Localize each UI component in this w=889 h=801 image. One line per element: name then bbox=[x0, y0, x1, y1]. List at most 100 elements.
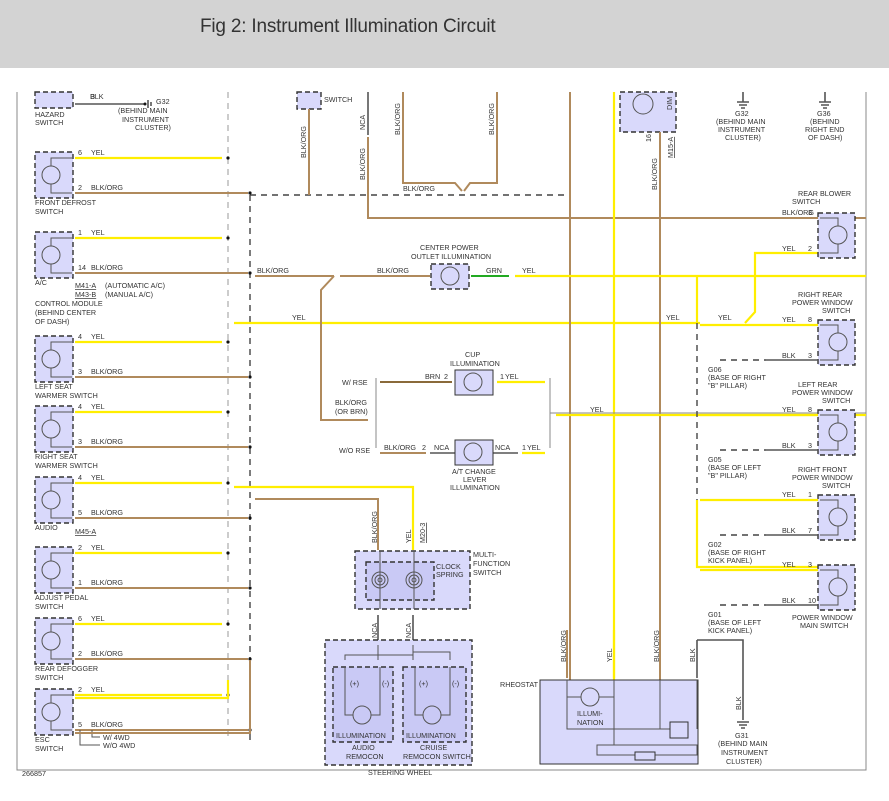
pin-label: 3 bbox=[808, 351, 812, 360]
svg-text:(BEHIND: (BEHIND bbox=[810, 117, 840, 126]
ground-g31: G31 (BEHIND MAIN INSTRUMENT CLUSTER) bbox=[718, 721, 769, 766]
wire-label: BLK/ORG bbox=[358, 148, 367, 180]
component-name: RIGHT FRONT bbox=[798, 465, 848, 474]
ground-id: G32 bbox=[156, 97, 170, 106]
svg-text:RIGHT END: RIGHT END bbox=[805, 125, 844, 134]
svg-text:ILLUMINATION: ILLUMINATION bbox=[336, 731, 386, 740]
wire-label: BLK/ORG bbox=[91, 437, 123, 446]
wire-label: YEL bbox=[718, 313, 732, 322]
svg-text:AUDIO: AUDIO bbox=[352, 743, 375, 752]
wire-label: BLK/ORG bbox=[91, 263, 123, 272]
yel-wire bbox=[695, 500, 818, 569]
svg-text:BLK/ORG: BLK/ORG bbox=[384, 443, 416, 452]
component-name: RIGHT REAR bbox=[798, 290, 842, 299]
diagram-frame bbox=[16, 92, 867, 771]
component-name: SWITCH bbox=[822, 481, 850, 490]
wire-label: BLK/ORG bbox=[487, 103, 496, 135]
component-name: WARMER SWITCH bbox=[35, 461, 98, 470]
connector-id: M43-B bbox=[75, 290, 96, 299]
svg-text:NATION: NATION bbox=[577, 718, 604, 727]
pin-label: 1 bbox=[78, 578, 82, 587]
wire-label: BLK/ORG bbox=[91, 720, 123, 729]
svg-text:G36: G36 bbox=[817, 109, 831, 118]
svg-text:REMOCON SWITCH: REMOCON SWITCH bbox=[403, 752, 471, 761]
svg-text:G32: G32 bbox=[735, 109, 749, 118]
wire-label: BLK/ORG bbox=[393, 103, 402, 135]
wire-label: YEL bbox=[782, 560, 796, 569]
svg-text:BLK/ORG: BLK/ORG bbox=[559, 630, 568, 662]
svg-text:CUP: CUP bbox=[465, 350, 480, 359]
component-name: SWITCH bbox=[822, 306, 850, 315]
pin-label: 3 bbox=[808, 208, 812, 217]
wire-label: YEL bbox=[666, 313, 680, 322]
svg-text:NCA: NCA bbox=[495, 443, 510, 452]
svg-text:ILLUMINATION: ILLUMINATION bbox=[406, 731, 456, 740]
wire-label: BLK/ORG bbox=[91, 649, 123, 658]
svg-text:(-): (-) bbox=[382, 679, 389, 688]
svg-text:M20-3: M20-3 bbox=[418, 523, 427, 543]
wire-label: YEL bbox=[292, 313, 306, 322]
svg-text:OUTLET ILLUMINATION: OUTLET ILLUMINATION bbox=[411, 252, 491, 261]
component-name: SWITCH bbox=[35, 207, 63, 216]
component-name: SWITCH bbox=[822, 396, 850, 405]
component-name: MAIN SWITCH bbox=[800, 621, 848, 630]
component-name: AUDIO bbox=[35, 523, 58, 532]
wire-label: YEL bbox=[590, 405, 604, 414]
wire-label: YEL bbox=[91, 332, 105, 341]
svg-text:NCA: NCA bbox=[434, 443, 449, 452]
component-name: RIGHT SEAT bbox=[35, 452, 78, 461]
wire-label: YEL bbox=[91, 228, 105, 237]
svg-text:SPRING: SPRING bbox=[436, 570, 464, 579]
svg-text:YEL: YEL bbox=[404, 529, 413, 543]
wire-label: YEL bbox=[782, 315, 796, 324]
svg-text:ILLUMINATION: ILLUMINATION bbox=[450, 359, 500, 368]
pin-label: 3 bbox=[808, 441, 812, 450]
hazard-switch: 3 BLK HAZARD SWITCH G32 (BEHIND MAIN INS… bbox=[34, 91, 171, 132]
wire-label: YEL bbox=[91, 473, 105, 482]
pin-label: 3 bbox=[91, 92, 95, 101]
component-name: REAR DEFOGGER bbox=[35, 664, 98, 673]
wire-label: BLK/ORG bbox=[257, 266, 289, 275]
component-name: WARMER SWITCH bbox=[35, 391, 98, 400]
component-name: SWITCH bbox=[35, 118, 63, 127]
figure-id: 266857 bbox=[22, 769, 46, 778]
svg-text:GRN: GRN bbox=[486, 266, 502, 275]
wire-label: BLK/ORG bbox=[91, 508, 123, 517]
pin-label: 1 bbox=[78, 228, 82, 237]
rheostat: RHEOSTAT ILLUMI- NATION BLK/ORG YEL BLK/… bbox=[500, 630, 744, 765]
wire-label: BLK/ORG bbox=[299, 126, 308, 158]
pin-label: 3 bbox=[808, 560, 812, 569]
svg-text:BLK: BLK bbox=[734, 696, 743, 710]
pin-label: 8 bbox=[808, 405, 812, 414]
component-name: ESC bbox=[35, 735, 50, 744]
component-name: A/C bbox=[35, 278, 47, 287]
svg-text:CLOCK: CLOCK bbox=[436, 562, 461, 571]
svg-text:G31: G31 bbox=[735, 731, 749, 740]
svg-text:FUNCTION: FUNCTION bbox=[473, 559, 510, 568]
component-name: SWITCH bbox=[35, 602, 63, 611]
pin-label: 10 bbox=[808, 596, 816, 605]
svg-text:1: 1 bbox=[500, 372, 504, 381]
pin-label: 14 bbox=[78, 263, 86, 272]
blkorg-wire bbox=[367, 137, 866, 219]
figure-header: Fig 2: Instrument Illumination Circuit bbox=[0, 0, 889, 68]
svg-text:RHEOSTAT: RHEOSTAT bbox=[500, 680, 539, 689]
pin-label: 1 bbox=[808, 490, 812, 499]
ground-desc: (BASE OF RIGHT bbox=[708, 548, 767, 557]
component-name: SWITCH bbox=[324, 95, 352, 104]
svg-text:ILLUMI-: ILLUMI- bbox=[577, 709, 603, 718]
ground-id: G02 bbox=[708, 540, 722, 549]
ground-desc: "B" PILLAR) bbox=[708, 471, 747, 480]
component-name: POWER WINDOW bbox=[792, 388, 853, 397]
pin-label: 6 bbox=[78, 614, 82, 623]
pin-label: 6 bbox=[78, 148, 82, 157]
yel-wire bbox=[744, 251, 818, 324]
svg-text:CRUISE: CRUISE bbox=[420, 743, 447, 752]
